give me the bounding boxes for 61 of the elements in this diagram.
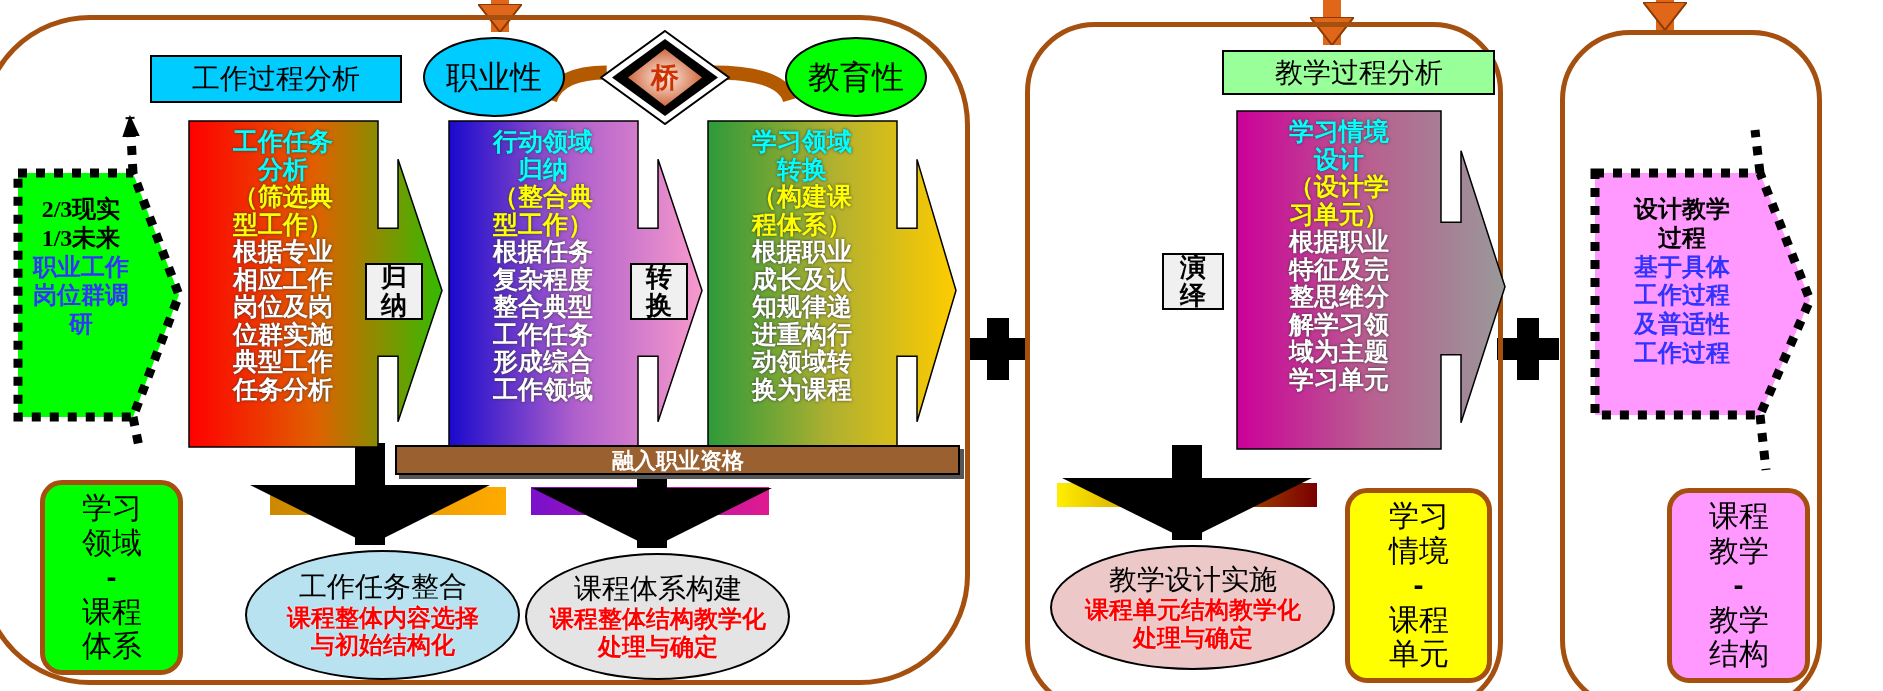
arrow	[477, 0, 523, 33]
pentagon-text: 基于具体工作过程及普适性工作过程	[1632, 252, 1731, 368]
rounded-box	[1667, 488, 1810, 683]
rounded-box	[40, 480, 183, 675]
header-text: 工作过程分析	[192, 62, 360, 96]
label-tag	[630, 263, 688, 320]
process-arrow-box	[1236, 110, 1506, 450]
box-text: 根据专业相应工作岗位及岗位群实施典型工作任务分析	[231, 238, 334, 403]
diamond-text: 桥	[651, 60, 679, 95]
box-text: 课程教学	[1707, 499, 1770, 569]
process-arrow-box	[707, 120, 957, 448]
process-arrow-box	[188, 120, 443, 448]
label-tag	[1162, 253, 1224, 310]
pentagon-text: 职业工作岗位群调研	[31, 252, 130, 339]
pentagon-text: 1/3未来	[40, 223, 122, 253]
box-title: 学习情境设计	[1287, 118, 1390, 173]
oval-subtitle: 课程单元结构教学化处理与确定	[1083, 596, 1302, 652]
panel-frame	[0, 15, 970, 685]
box-subtitle: （整合典型工作）	[492, 183, 594, 238]
pentagon-text: 2/3现实	[40, 195, 122, 224]
bridge-arc	[713, 65, 797, 103]
arrow	[1642, 0, 1688, 31]
process-arrow-box	[448, 120, 703, 448]
dash-text: -	[105, 560, 118, 595]
box-subtitle: （设计学习单元）	[1287, 173, 1390, 228]
box-text: 教学结构	[1707, 602, 1770, 672]
oval-text: 教育性	[808, 58, 904, 96]
box-text: 课程单元	[1387, 602, 1450, 672]
oval-title: 工作任务整合	[298, 571, 467, 604]
box-title: 工作任务分析	[232, 128, 334, 183]
oval-subtitle: 课程整体结构教学化处理与确定	[548, 605, 767, 661]
box-text: 根据职业特征及完整思维分解学习领域为主题学习单元	[1287, 228, 1390, 393]
tag-text: 归纳	[381, 264, 407, 319]
arrow	[1309, 0, 1355, 46]
tag-text: 转换	[646, 264, 672, 319]
box-subtitle: （构建课程体系）	[750, 183, 853, 238]
oval-title: 教学设计实施	[1108, 563, 1277, 596]
box-text: 根据职业成长及认知规律递进重构行动领域转换为课程	[750, 238, 853, 403]
box-text: 根据任务复杂程度整合典型工作任务形成综合工作领域	[491, 238, 594, 403]
box-text: 学习领域	[80, 491, 143, 561]
header-box	[150, 55, 402, 103]
box-text: 学习情境	[1387, 499, 1450, 569]
tag-text: 演绎	[1180, 254, 1206, 309]
dash-text: -	[1732, 568, 1745, 603]
bridge-diamond	[600, 30, 730, 125]
oval-title: 课程体系构建	[573, 572, 742, 605]
panel-frame	[1025, 22, 1503, 691]
box-title: 学习领域转换	[751, 128, 853, 183]
oval-text: 职业性	[446, 58, 542, 96]
rounded-box	[1345, 488, 1492, 683]
box-subtitle: （筛选典型工作）	[232, 183, 334, 238]
dash-text: -	[1412, 568, 1425, 603]
banner-text: 融入职业资格	[611, 446, 744, 475]
pentagon-text: 设计教学过程	[1632, 195, 1731, 253]
box-title: 行动领域归纳	[491, 128, 594, 183]
box-text: 课程体系	[80, 594, 143, 664]
header-text: 教学过程分析	[1274, 55, 1443, 90]
label-tag	[365, 263, 423, 320]
panel-frame	[1560, 30, 1822, 691]
header-box	[1222, 50, 1495, 95]
oval-subtitle: 课程整体内容选择与初始结构化	[285, 603, 480, 659]
